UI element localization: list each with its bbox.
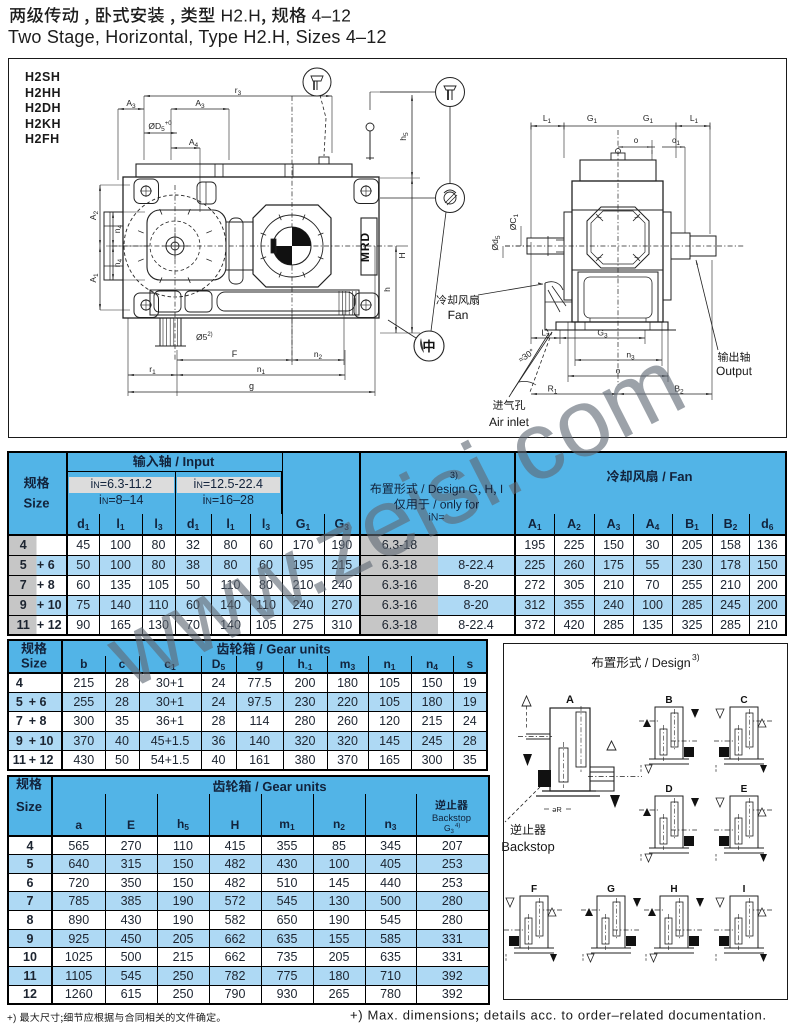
svg-text:MRD: MRD (358, 232, 372, 262)
svg-text:R1: R1 (548, 384, 558, 396)
svg-text:L3: L3 (541, 328, 550, 340)
svg-text:A2: A2 (88, 210, 100, 220)
svg-text:I: I (743, 884, 746, 895)
svg-text:L1: L1 (690, 113, 699, 125)
svg-text:G3: G3 (597, 328, 608, 340)
svg-text:G1: G1 (643, 113, 654, 125)
svg-text:n4: n4 (112, 224, 124, 233)
svg-text:A3: A3 (195, 98, 205, 110)
svg-text:n4: n4 (112, 258, 124, 267)
svg-text:A3: A3 (126, 98, 136, 110)
svg-text:H: H (670, 884, 677, 895)
svg-text:A4: A4 (189, 137, 199, 149)
svg-text:L1: L1 (543, 113, 552, 125)
svg-text:D: D (665, 784, 672, 795)
svg-text:C: C (740, 695, 747, 706)
svg-text:r3: r3 (235, 85, 242, 97)
svg-text:A: A (566, 694, 574, 706)
svg-text:ØC1: ØC1 (508, 213, 520, 230)
svg-text:n2: n2 (314, 349, 323, 361)
svg-text:E: E (741, 784, 748, 795)
svg-text:F: F (232, 349, 238, 359)
svg-text:G1: G1 (587, 113, 598, 125)
svg-text:B: B (665, 695, 672, 706)
svg-text:Ø52): Ø52) (196, 332, 213, 342)
svg-text:r1: r1 (149, 364, 156, 376)
svg-text:中: 中 (422, 339, 435, 354)
svg-text:o: o (634, 136, 639, 145)
svg-text:g: g (249, 381, 254, 391)
svg-text:G: G (607, 884, 615, 895)
svg-text:F: F (531, 884, 537, 895)
svg-text:n3: n3 (626, 350, 635, 362)
svg-text:≈30°: ≈30° (516, 346, 536, 364)
svg-text:o: o (616, 366, 621, 376)
svg-text:H: H (397, 252, 407, 258)
svg-text:o1: o1 (672, 136, 680, 147)
svg-text:n1: n1 (257, 364, 266, 376)
svg-text:B2: B2 (674, 384, 684, 396)
svg-text:Ød5: Ød5 (490, 235, 502, 250)
svg-text:A1: A1 (88, 273, 100, 283)
svg-text:h5: h5 (398, 132, 410, 141)
svg-text:ǝR: ǝR (552, 805, 562, 814)
svg-text:ØD5+0: ØD5+0 (148, 121, 172, 133)
svg-text:h: h (382, 287, 392, 292)
